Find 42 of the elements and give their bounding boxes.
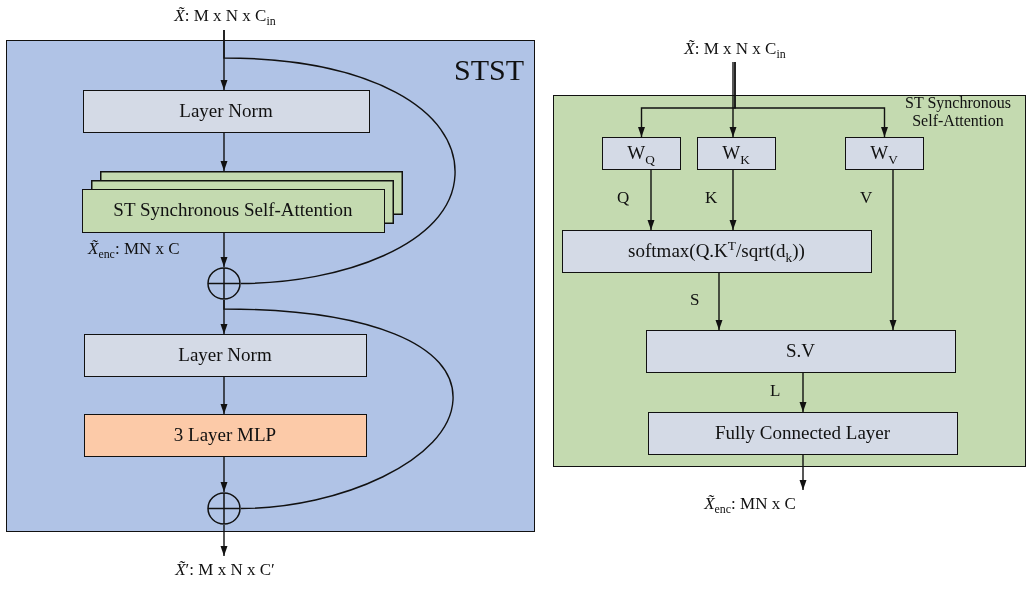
edge-label: V: [860, 189, 873, 208]
edge-label: X̃$_{enc}$: MN x C: [88, 240, 180, 259]
arrow: [220, 132, 228, 172]
edge-label: L: [770, 382, 781, 401]
input-label: X̃: M x N x C$_{in}$: [174, 6, 276, 26]
process-box: Layer Norm: [83, 333, 367, 377]
arrow: [889, 169, 897, 331]
box-label: ST Synchronous Self-Attention: [113, 200, 353, 221]
output-label: X̃$_{enc}$: MN x C: [704, 494, 796, 514]
edge-label: K: [705, 189, 718, 208]
skip-connection: [223, 29, 456, 285]
arrow: [734, 61, 888, 138]
skip-connection: [223, 299, 454, 510]
output-label: X̃′: M x N x C′: [175, 560, 275, 580]
arrow: [220, 456, 228, 493]
arrow: [729, 169, 737, 231]
panel-title: ST Synchronous Self-Attention: [904, 94, 1012, 130]
panel-title: STST: [453, 53, 524, 86]
process-box: softmax(Q.K$^{T}$/sqrt(d$_{k}$)): [561, 229, 872, 273]
process-box: W$_{V}$: [844, 136, 924, 170]
arrow: [799, 372, 807, 413]
stacked-process-box: [81, 170, 403, 233]
process-box: S.V: [645, 329, 956, 373]
arrow: [647, 169, 655, 231]
arrow: [799, 454, 807, 491]
arrow: [220, 376, 228, 415]
module-panel: [6, 40, 535, 532]
sum-circle: [206, 491, 241, 525]
input-label: X̃: M x N x C$_{in}$: [684, 39, 786, 59]
process-box: 3 Layer MLP: [83, 413, 367, 457]
module-panel: [553, 95, 1026, 467]
arrow: [220, 524, 228, 557]
process-box: Fully Connected Layer: [647, 411, 958, 455]
sum-circle: [206, 266, 241, 300]
edge-label: S: [690, 291, 700, 310]
process-box: W$_{Q}$: [601, 136, 681, 170]
edge-label: Q: [617, 189, 630, 208]
arrow: [220, 232, 228, 268]
arrow: [715, 272, 723, 331]
arrow: [729, 61, 737, 138]
process-box: W$_{K}$: [696, 136, 776, 170]
process-box: Layer Norm: [82, 89, 370, 133]
